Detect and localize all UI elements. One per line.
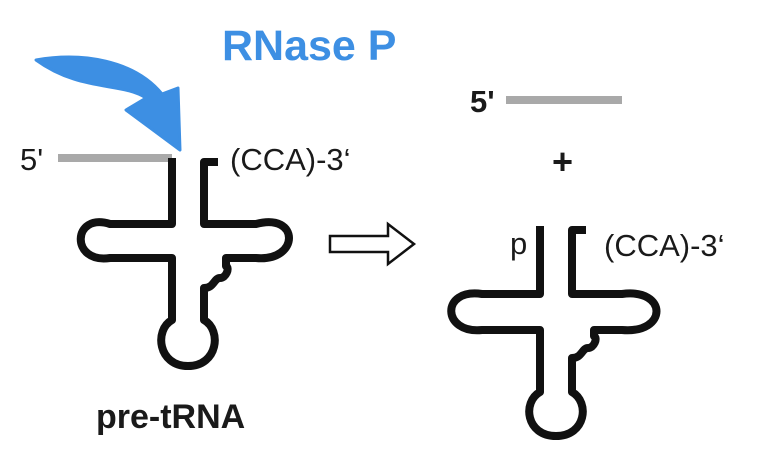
cleavage-arrow-icon	[34, 55, 182, 152]
pre-trna	[58, 154, 293, 370]
reaction-arrow-icon	[328, 221, 417, 267]
plus-sign: +	[552, 141, 573, 182]
right-five-prime-label: 5'	[470, 84, 495, 119]
mature-trna	[447, 226, 661, 440]
enzyme-title: RNase P	[222, 22, 396, 70]
pre-trna-caption: pre-tRNA	[96, 398, 245, 436]
right-three-prime-label: (CCA)-3‘	[604, 228, 725, 263]
trna-cloverleaf	[76, 158, 293, 370]
left-three-prime-label: (CCA)-3‘	[230, 142, 351, 177]
phosphate-label: p	[510, 226, 527, 261]
left-five-prime-label: 5'	[20, 142, 43, 177]
